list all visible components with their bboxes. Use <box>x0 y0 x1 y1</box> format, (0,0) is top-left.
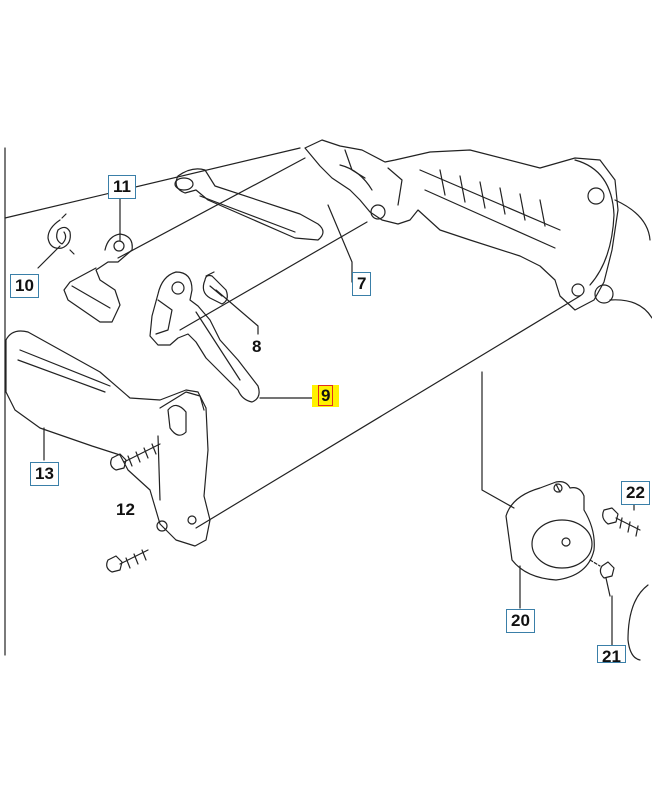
label-9-highlighted: 9 <box>312 385 340 407</box>
label-8: 8 <box>252 337 262 356</box>
part-7-lever <box>174 168 324 241</box>
part-9-trigger <box>149 271 260 403</box>
part-22-bolt <box>602 507 641 537</box>
label-11: 11 <box>108 175 136 199</box>
part-10-spring <box>47 213 75 255</box>
part-21-screw <box>589 559 615 597</box>
leader-8 <box>215 289 259 335</box>
label-12: 12 <box>116 500 135 519</box>
part-8-clip <box>202 271 228 305</box>
leader-10 <box>37 245 61 269</box>
label-21: 21 <box>597 645 626 663</box>
label-13: 13 <box>30 462 59 486</box>
guide-line-20 <box>481 371 515 509</box>
label-9-text: 9 <box>318 385 334 406</box>
housing-body <box>304 139 652 319</box>
guide-line-11 <box>117 157 306 259</box>
part-12-screws <box>106 443 161 573</box>
part-11-bracket <box>63 233 133 323</box>
guide-line-handle <box>195 295 581 529</box>
part-20-cylinder <box>505 481 595 581</box>
frame-top-edge <box>4 147 301 219</box>
leader-7 <box>327 204 353 283</box>
part-right-edge <box>627 584 649 661</box>
label-20: 20 <box>506 609 535 633</box>
label-7: 7 <box>352 272 372 296</box>
guide-line-8 <box>179 221 368 331</box>
label-10: 10 <box>10 274 39 298</box>
part-13-handle <box>5 330 211 547</box>
label-22: 22 <box>621 481 650 505</box>
